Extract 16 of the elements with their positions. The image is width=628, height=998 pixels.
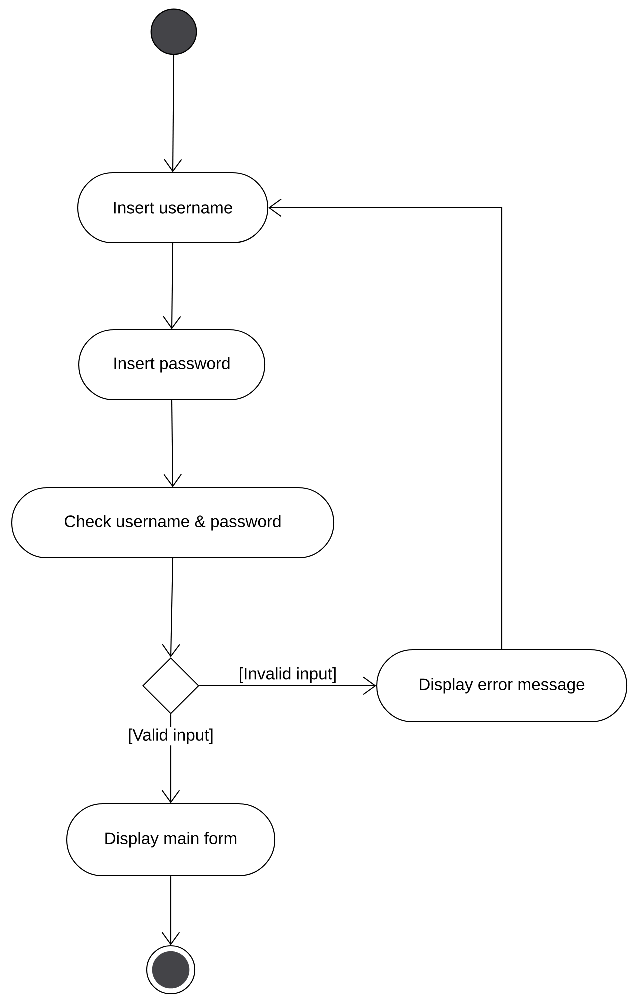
- arrow: [163, 244, 182, 330]
- action-box: Check username & password: [11, 487, 335, 559]
- action-box: Display main form: [66, 803, 276, 877]
- arrow: [162, 558, 180, 658]
- edge-label: [Valid input]: [126, 727, 216, 746]
- action-box: Insert username: [77, 172, 269, 244]
- arrow: [162, 876, 180, 946]
- action-box: Insert password: [78, 329, 266, 401]
- arrow: [164, 55, 182, 172]
- edge-label: [Invalid input]: [240, 668, 336, 684]
- arrow: [200, 676, 376, 696]
- arrow: [268, 198, 503, 650]
- end-node: [146, 945, 196, 995]
- action-box: Display error message: [376, 649, 628, 723]
- start-node: [150, 8, 198, 56]
- arrow: [164, 400, 182, 488]
